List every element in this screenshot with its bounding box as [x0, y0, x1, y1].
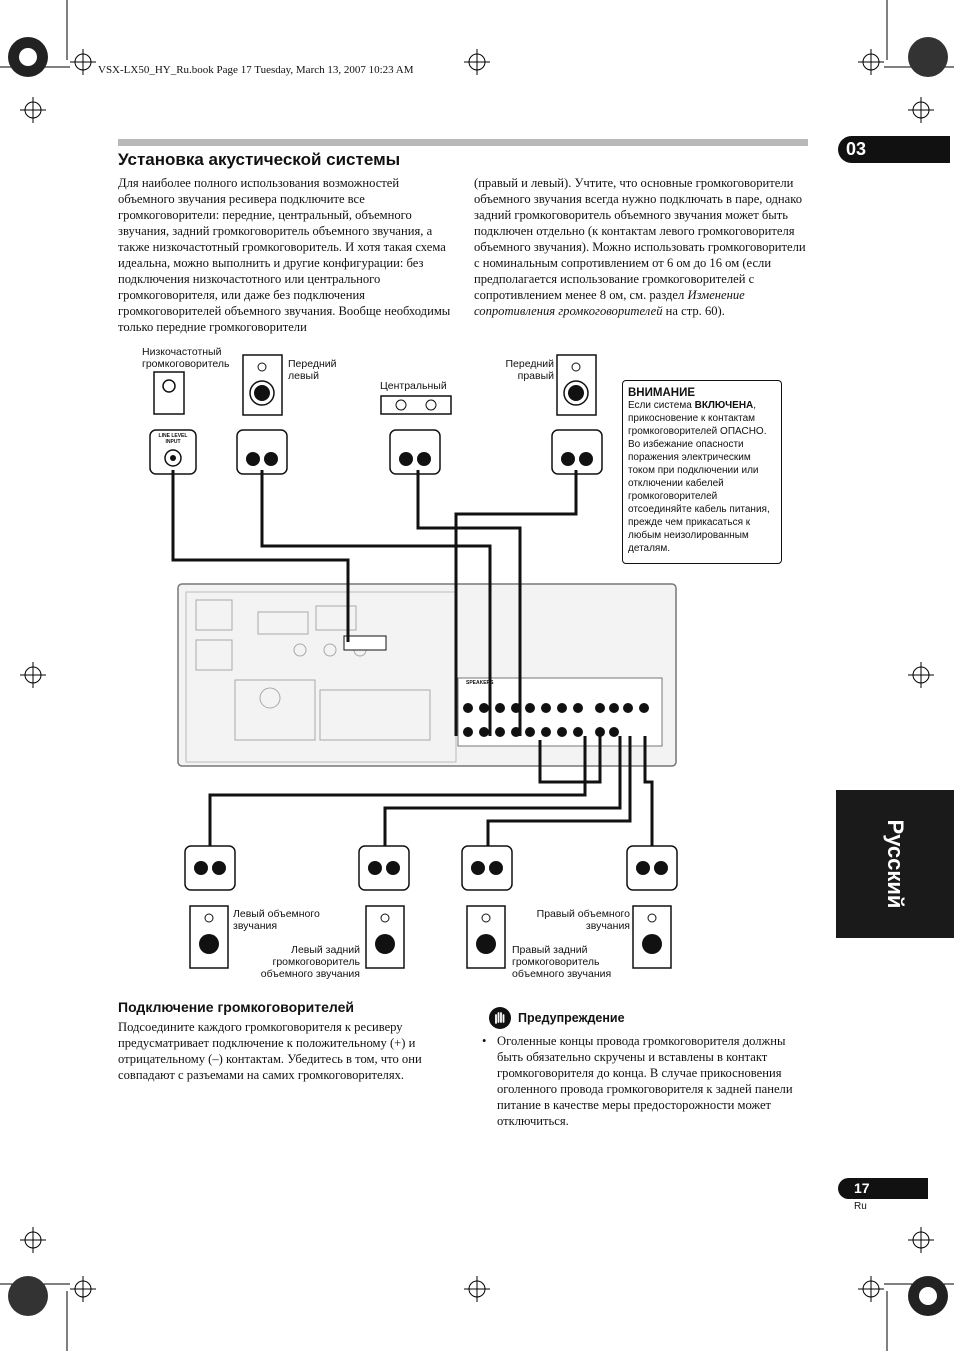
section-title: Установка акустической системы — [118, 150, 401, 169]
warning-hand-icon — [489, 1007, 511, 1029]
subwoofer-label: Низкочастотный громкоговоритель — [142, 346, 230, 370]
surround-left-label: Левый объемного звучания — [233, 908, 320, 932]
page-language: Ru — [854, 1201, 867, 1212]
language-tab: Русский — [836, 790, 954, 938]
intro-column-2-text-a: (правый и левый). Учтите, что основные г… — [474, 176, 806, 302]
caution-text: Если система ВКЛЮЧЕНА, прикосновение к к… — [628, 399, 776, 555]
caution-box: ВНИМАНИЕ Если система ВКЛЮЧЕНА, прикосно… — [622, 380, 782, 564]
warning-text: Оголенные концы провода громкоговорителя… — [497, 1034, 793, 1128]
surround-back-left-label: Левый задний громкоговоритель объемного … — [260, 944, 360, 980]
top-rule — [118, 139, 808, 146]
surround-back-right-label: Правый задний громкоговоритель объемного… — [512, 944, 612, 980]
intro-column-2-text-b: на стр. 60). — [662, 304, 725, 318]
speakers-panel-label: SPEAKERS — [466, 680, 494, 686]
front-left-label: Передний левый — [288, 358, 337, 382]
caution-text-b: , прикосновение к контактам громкоговори… — [628, 400, 770, 554]
line-level-input-label: LINE LEVEL INPUT — [158, 433, 188, 445]
intro-column-2: (правый и левый). Учтите, что основные г… — [474, 175, 808, 319]
warning-title: Предупреждение — [518, 1011, 625, 1025]
page-number: 17 — [838, 1178, 928, 1199]
connect-title: Подключение громкоговорителей — [118, 999, 355, 1015]
front-right-label: Передний правый — [505, 358, 555, 382]
warning-bullet: • — [482, 1034, 487, 1048]
book-header: VSX-LX50_HY_Ru.book Page 17 Tuesday, Mar… — [98, 64, 414, 76]
center-label: Центральный — [380, 380, 447, 392]
chapter-tab: 03 — [838, 136, 950, 163]
caution-text-bold: ВКЛЮЧЕНА — [694, 400, 754, 411]
intro-column-1: Для наиболее полного использования возмо… — [118, 176, 451, 334]
caution-text-a: Если система — [628, 400, 695, 411]
surround-right-label: Правый объемного звучания — [536, 908, 630, 932]
connect-text: Подсоедините каждого громкоговорителя к … — [118, 1020, 422, 1082]
caution-title: ВНИМАНИЕ — [628, 387, 696, 399]
cross-reference: Изменение сопротивления громкоговорителе… — [474, 288, 745, 318]
